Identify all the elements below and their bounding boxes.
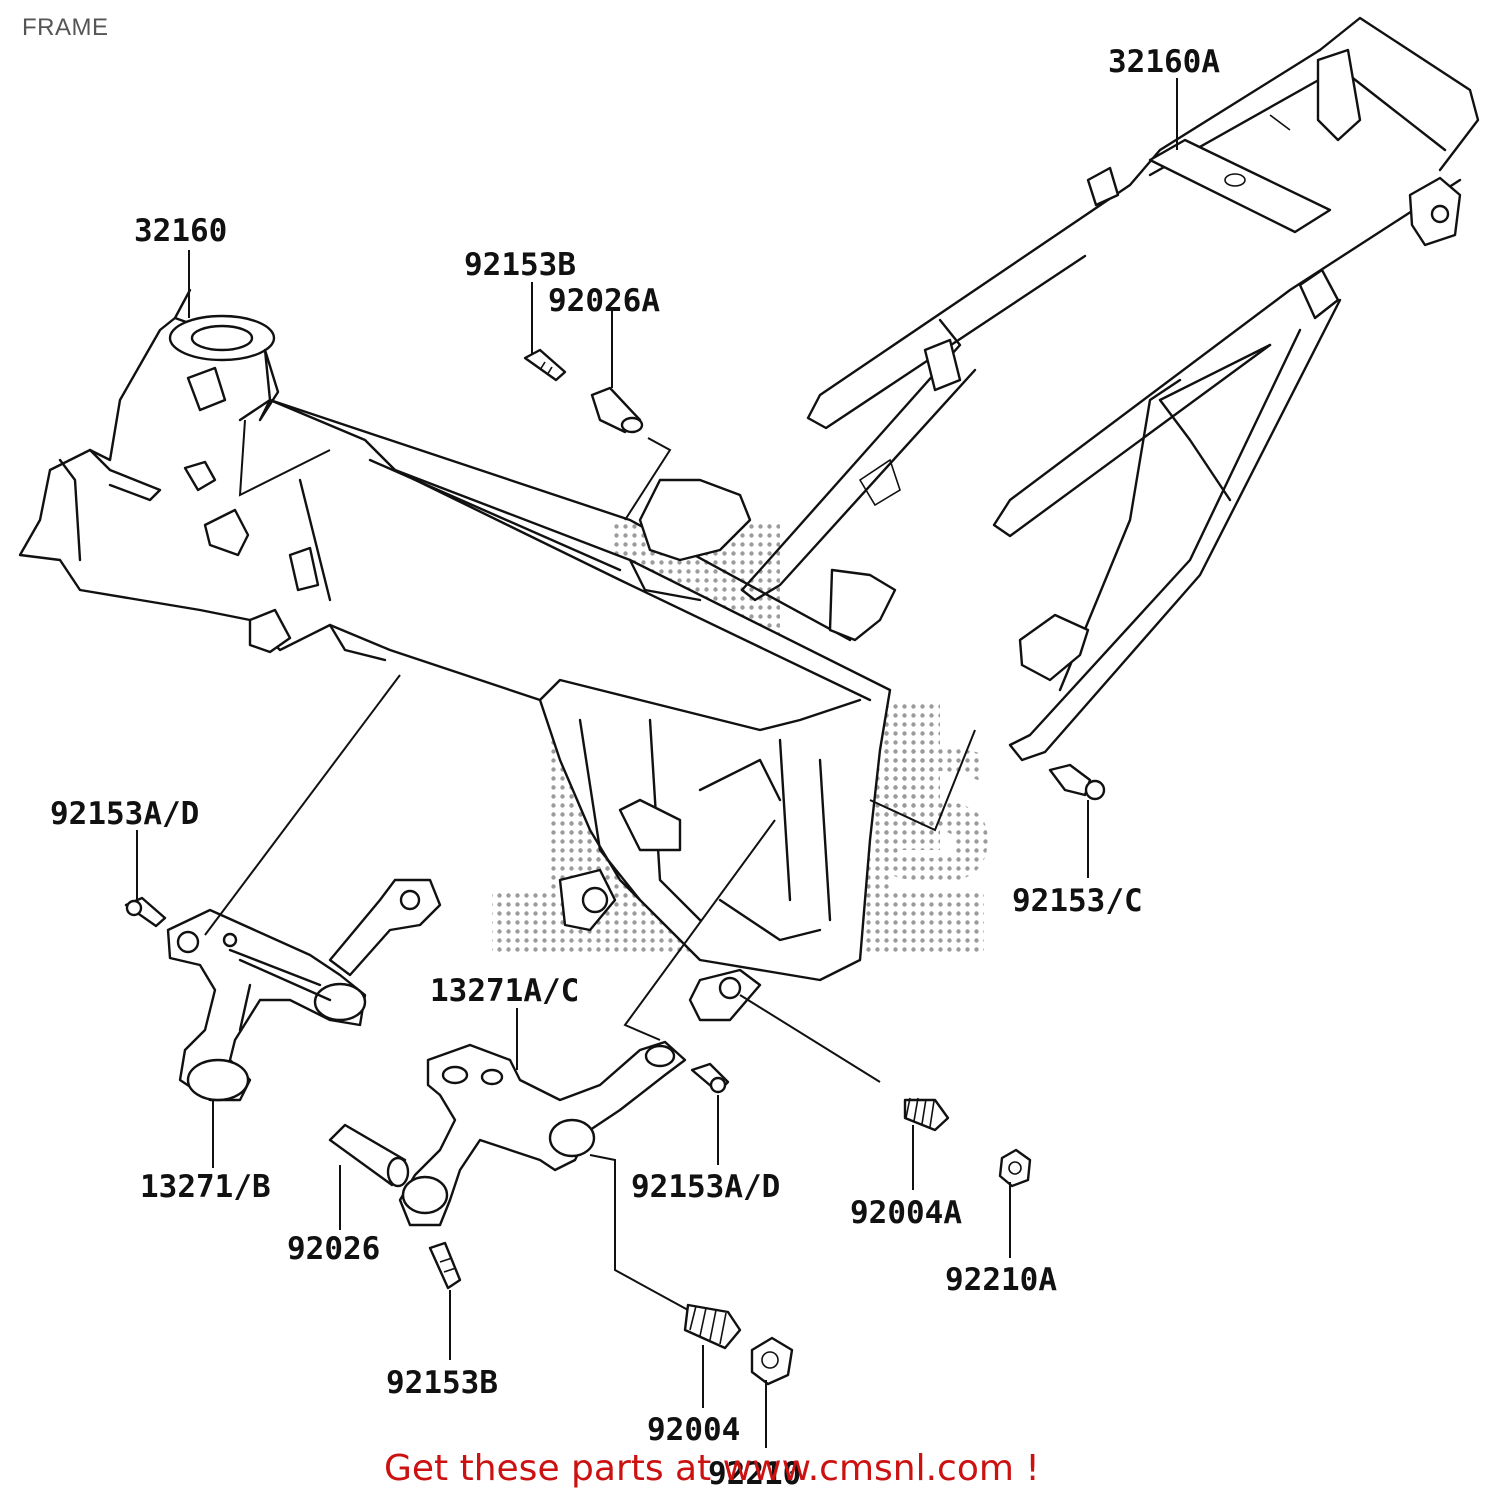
engine-bracket-13271b — [166, 878, 442, 1102]
part-label-32160a: 32160A — [1108, 44, 1220, 80]
part-label-32160: 32160 — [134, 213, 227, 249]
main-frame-32160 — [18, 288, 897, 1022]
part-label-92026: 92026 — [287, 1231, 380, 1267]
part-label-13271b: 13271/B — [140, 1169, 271, 1205]
spring-92004 — [683, 1303, 742, 1350]
part-label-92153ad-left: 92153A/D — [50, 796, 199, 832]
part-label-92153b-bottom: 92153B — [386, 1365, 498, 1401]
part-labels: 32160A 32160 92153B 92026A 92153A/D 9215… — [50, 44, 1220, 1492]
nut-92210a — [998, 1148, 1032, 1188]
part-label-92004: 92004 — [647, 1412, 740, 1448]
part-label-92153c: 92153/C — [1012, 883, 1143, 919]
collar-92026 — [328, 1123, 410, 1188]
page-title: FRAME — [22, 14, 109, 41]
part-label-13271ac: 13271A/C — [430, 973, 579, 1009]
cmsnl-parts-link[interactable]: Get these parts at www.cmsnl.com ! — [384, 1448, 1040, 1489]
part-label-92153ad-mid: 92153A/D — [631, 1169, 780, 1205]
spring-92004a — [903, 1097, 950, 1132]
part-label-92026a: 92026A — [548, 283, 660, 319]
nut-92210 — [750, 1336, 794, 1386]
bolt-92153b-top — [523, 348, 567, 382]
rear-subframe-32160a — [740, 16, 1480, 762]
bolt-92153ad-left — [124, 896, 167, 928]
part-label-92210: 92210 — [708, 1456, 801, 1492]
bolt-92153b-bottom — [428, 1241, 462, 1290]
part-label-92153b-top: 92153B — [464, 247, 576, 283]
bolt-92153ad-mid — [690, 1062, 730, 1094]
engine-bracket-13271ac — [398, 1040, 687, 1227]
bolt-92153c — [1048, 763, 1106, 801]
leader-lines — [136, 78, 1178, 1448]
part-label-92004a: 92004A — [850, 1195, 962, 1231]
collar-92026a — [590, 386, 644, 434]
part-label-92210a: 92210A — [945, 1262, 1057, 1298]
